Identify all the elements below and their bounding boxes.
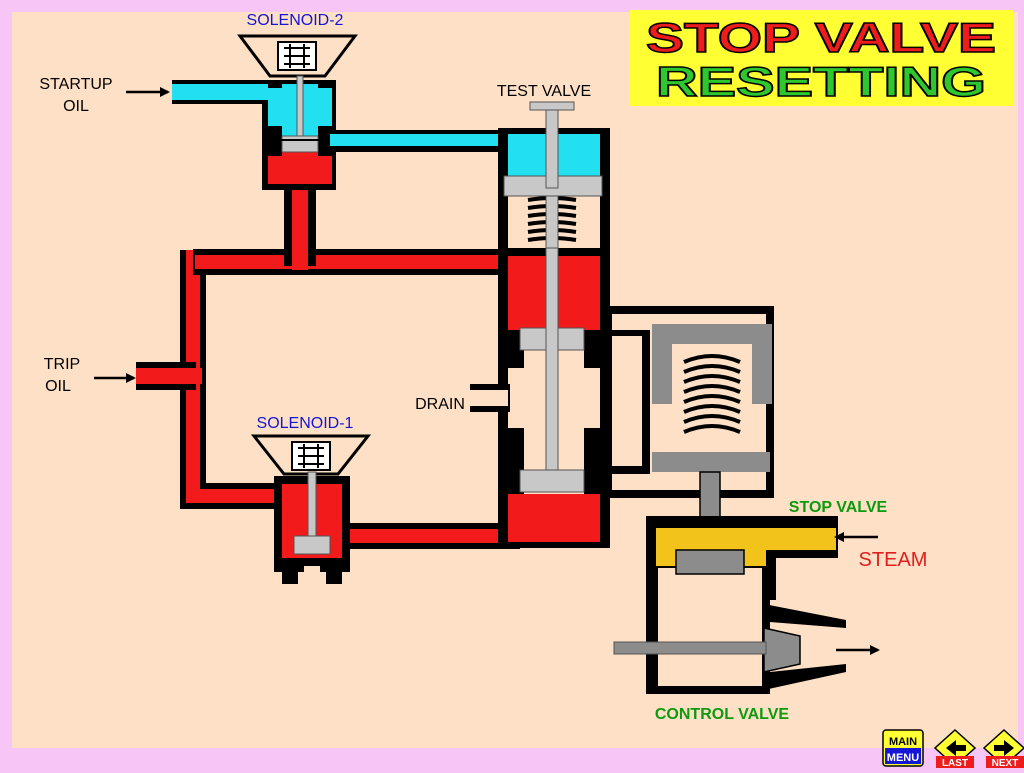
trip-oil-label-2: OIL	[45, 378, 71, 395]
solenoid-2-label: SOLENOID-2	[247, 12, 344, 29]
title-line-2: RESETTING	[656, 58, 986, 105]
test-valve-label: TEST VALVE	[497, 83, 591, 100]
flow-arrows	[94, 87, 880, 655]
startup-oil-circuit	[172, 80, 510, 152]
control-valve-label: CONTROL VALVE	[655, 706, 790, 723]
main-menu-label-1: MAIN	[889, 736, 917, 748]
startup-oil-label-1: STARTUP	[39, 76, 112, 93]
trip-oil-label-1: TRIP	[44, 356, 80, 373]
next-label: NEXT	[992, 758, 1019, 768]
title-line-1: STOP VALVE	[646, 14, 996, 61]
last-label: LAST	[942, 758, 968, 768]
main-menu-label-2: MENU	[887, 752, 919, 764]
solenoid-1	[250, 434, 372, 584]
solenoid-1-label: SOLENOID-1	[257, 415, 354, 432]
stop-valve-label: STOP VALVE	[789, 499, 888, 516]
title-box: STOP VALVE RESETTING	[630, 10, 1013, 106]
next-button[interactable]: NEXT	[982, 728, 1024, 769]
stop-valve-actuator	[604, 306, 774, 553]
last-button[interactable]: LAST	[933, 728, 977, 769]
test-valve	[470, 101, 610, 548]
drain-label: DRAIN	[415, 396, 465, 413]
startup-oil-label-2: OIL	[63, 98, 89, 115]
steam-label: STEAM	[859, 549, 928, 571]
right-arrow-icon	[994, 740, 1014, 756]
left-arrow-icon	[946, 740, 966, 756]
main-menu-button[interactable]: MAIN MENU	[882, 729, 924, 767]
stop-and-control-valve-body	[613, 516, 846, 694]
